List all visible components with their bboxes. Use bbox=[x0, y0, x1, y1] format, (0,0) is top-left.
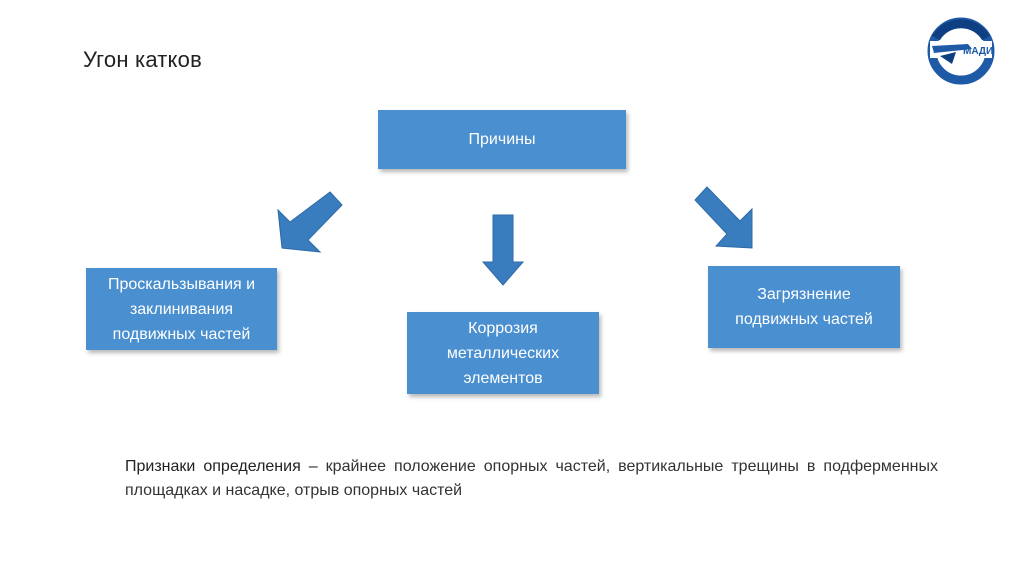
detection-signs-text: Признаки определения – крайнее положение… bbox=[125, 455, 938, 503]
slide-title: Угон катков bbox=[83, 47, 202, 72]
contamination-box: Загрязнение подвижных частей bbox=[708, 266, 900, 348]
slip-jam-box: Проскальзывания и заклинивания подвижных… bbox=[86, 268, 277, 350]
detection-signs-lead: Признаки определения – bbox=[125, 458, 318, 475]
causes-label: Причины bbox=[468, 131, 536, 148]
madi-logo: МАДИ bbox=[927, 17, 995, 85]
corrosion-label: Коррозия металлических элементов bbox=[446, 319, 560, 387]
svg-text:МАДИ: МАДИ bbox=[963, 46, 993, 57]
causes-box: Причины bbox=[378, 110, 626, 169]
detection-signs-body: крайнее положение опорных частей, вертик… bbox=[125, 458, 939, 499]
corrosion-box: Коррозия металлических элементов bbox=[407, 312, 599, 394]
slip-jam-label: Проскальзывания и заклинивания подвижных… bbox=[107, 275, 256, 343]
arrow-to-corrosion bbox=[481, 214, 525, 286]
arrow-to-dirt bbox=[694, 186, 753, 249]
arrow-to-slip bbox=[277, 191, 343, 253]
contamination-label: Загрязнение подвижных частей bbox=[735, 286, 873, 328]
